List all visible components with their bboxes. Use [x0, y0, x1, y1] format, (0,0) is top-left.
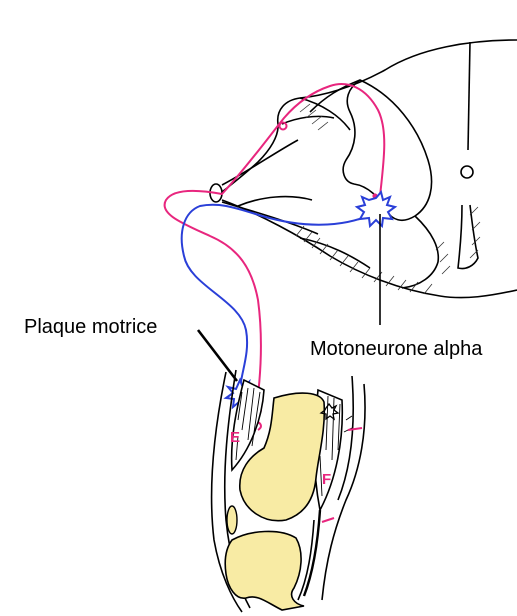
tibia-bone: [224, 530, 305, 611]
ventral-horn-shading: [295, 103, 481, 295]
motor-fiber-path: [180, 203, 377, 389]
sensory-ganglion-cell: [278, 121, 288, 131]
patella-bone: [226, 505, 238, 535]
extensor-letter: E: [230, 429, 240, 446]
motor-fiber: [180, 189, 398, 412]
spinal-cord-section: [209, 39, 517, 299]
flexor-letter: F: [322, 471, 331, 488]
alpha-motoneuron-cell: [354, 189, 398, 229]
extensor-muscle: [230, 378, 265, 472]
left-callout-line: [196, 329, 239, 382]
flexor-fiber-marks: [319, 402, 363, 523]
femur-bone: [239, 392, 326, 522]
plaque-motrice-label: Plaque motrice: [24, 316, 157, 338]
sensory-fiber-path: [163, 83, 386, 396]
motoneurone-alpha-label: Motoneurone alpha: [310, 338, 483, 360]
